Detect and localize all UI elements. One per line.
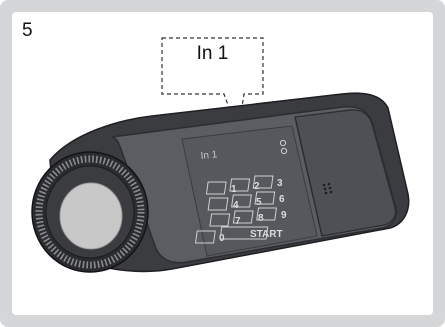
keypad-panel: [181, 125, 318, 257]
svg-text:7: 7: [235, 216, 241, 227]
vent-dots: [322, 182, 333, 195]
svg-text:5: 5: [256, 197, 262, 208]
key-1[interactable]: 1: [205, 181, 237, 195]
svg-text:3: 3: [277, 178, 283, 189]
key-7[interactable]: 7: [209, 213, 241, 227]
dial-knob-cap: [59, 182, 123, 250]
callout-text: In 1: [196, 43, 229, 64]
lock-display-label: In 1: [200, 149, 218, 162]
lock-right-section: [294, 109, 397, 237]
led-indicator-bottom: [280, 147, 288, 155]
figure-panel: In 1 1 2 3 4 5: [12, 12, 433, 315]
electronic-lock-drawing: In 1 1 2 3 4 5: [31, 37, 410, 273]
step-number: 5: [22, 20, 33, 41]
key-9[interactable]: 9: [256, 207, 287, 221]
key-start[interactable]: START: [219, 226, 283, 240]
svg-text:8: 8: [258, 213, 264, 224]
svg-text:4: 4: [233, 200, 239, 211]
svg-text:2: 2: [254, 181, 260, 192]
key-3[interactable]: 3: [252, 175, 283, 189]
svg-text:START: START: [250, 229, 283, 240]
svg-text:6: 6: [279, 194, 285, 205]
key-4[interactable]: 4: [207, 197, 239, 211]
svg-text:1: 1: [231, 184, 237, 195]
led-indicator-top: [279, 139, 287, 147]
key-8[interactable]: 8: [232, 210, 264, 224]
dial-knob[interactable]: [31, 151, 149, 273]
key-6[interactable]: 6: [254, 191, 285, 205]
svg-text:9: 9: [281, 210, 287, 221]
key-2[interactable]: 2: [229, 178, 260, 192]
key-5[interactable]: 5: [231, 194, 262, 208]
